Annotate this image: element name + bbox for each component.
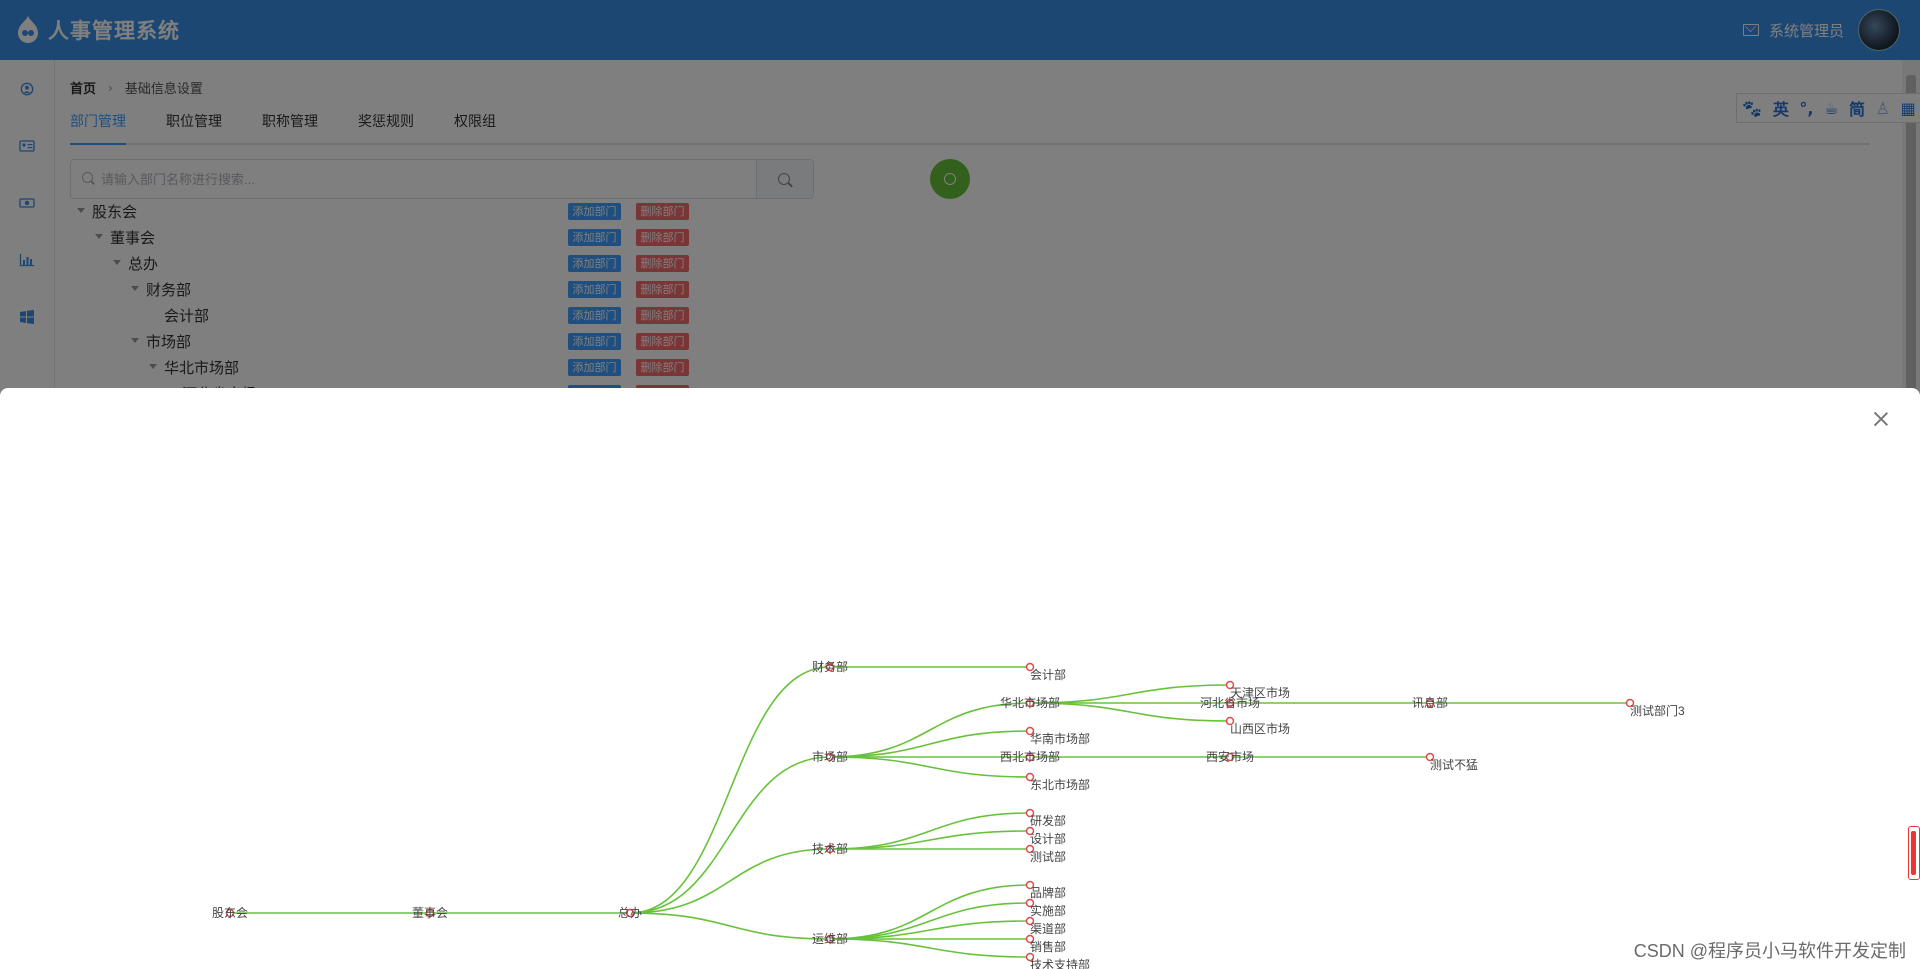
chart-node[interactable] xyxy=(1025,952,1035,962)
chart-node[interactable] xyxy=(1025,898,1035,908)
chart-node[interactable] xyxy=(1425,698,1435,708)
chart-node[interactable] xyxy=(1025,726,1035,736)
chart-node[interactable] xyxy=(1225,698,1235,708)
chart-link xyxy=(829,756,1031,778)
chart-node[interactable] xyxy=(1025,880,1035,890)
watermark: CSDN @程序员小马软件开发定制 xyxy=(1633,941,1906,961)
chart-node-label: 渠道部 xyxy=(1030,921,1066,936)
chart-node[interactable] xyxy=(1025,662,1035,672)
chart-node-label: 西安市场 xyxy=(1206,749,1254,764)
chart-node-label: 总办 xyxy=(618,905,642,920)
chart-link xyxy=(829,938,1031,958)
chart-link xyxy=(629,848,831,914)
chart-node-label: 董事会 xyxy=(412,906,448,920)
chart-node-label: 河北省市场 xyxy=(1200,695,1260,710)
chart-node-label: 技术部 xyxy=(812,841,848,856)
chart-node-label: 设计部 xyxy=(1030,831,1066,846)
chart-node[interactable] xyxy=(825,934,835,944)
chart-node[interactable] xyxy=(1625,698,1635,708)
chart-node-label: 测试不猛 xyxy=(1430,757,1478,772)
chart-node[interactable] xyxy=(825,844,835,854)
chart-node[interactable] xyxy=(825,662,835,672)
chart-links xyxy=(230,666,1630,958)
chart-node[interactable] xyxy=(1025,916,1035,926)
chart-node[interactable] xyxy=(1025,844,1035,854)
chart-node-label: 测试部门3 xyxy=(1630,703,1685,718)
chart-node[interactable] xyxy=(625,908,635,918)
chart-node-label: 讯息部 xyxy=(1412,695,1448,710)
chart-node[interactable] xyxy=(1025,772,1035,782)
chart-link xyxy=(1029,702,1231,722)
chart-node[interactable] xyxy=(1025,698,1035,708)
chart-link xyxy=(829,830,1031,850)
chart-node[interactable] xyxy=(425,908,435,918)
chart-node-label: 运维部 xyxy=(812,931,848,946)
org-chart-dialog: 股东会 董事会 总办 财务部市场部技术部运维部 会计部华北市场部华南市场部西北市场部东北… xyxy=(0,388,1920,969)
chart-node-label: 市场部 xyxy=(812,749,848,764)
chart-node[interactable] xyxy=(825,752,835,762)
chart-node-label: 实施部 xyxy=(1030,903,1066,918)
chart-link xyxy=(629,912,831,940)
chart-node-label: 测试部 xyxy=(1030,849,1066,864)
chart-node[interactable] xyxy=(1225,716,1235,726)
chart-node-label: 天津区市场 xyxy=(1230,685,1290,700)
chart-node-label: 品牌部 xyxy=(1030,885,1066,900)
chart-link xyxy=(829,730,1031,758)
chart-link xyxy=(829,884,1031,940)
chart-node-label: 华北市场部 xyxy=(1000,695,1060,710)
chart-link xyxy=(629,756,831,914)
chart-node-label: 西北市场部 xyxy=(1000,749,1060,764)
chart-node-label: 股东会 xyxy=(212,906,248,920)
chart-link xyxy=(629,666,831,914)
chart-node[interactable] xyxy=(1025,808,1035,818)
chart-node-label: 华南市场部 xyxy=(1030,731,1090,746)
chart-node-label: 山西区市场 xyxy=(1230,721,1290,736)
dialog-scroll-indicator[interactable] xyxy=(1908,826,1920,880)
chart-link xyxy=(829,702,1031,758)
chart-node-label: 研发部 xyxy=(1030,813,1066,828)
chart-node[interactable] xyxy=(1025,934,1035,944)
chart-node[interactable] xyxy=(1225,680,1235,690)
chart-node[interactable] xyxy=(1025,752,1035,762)
chart-node-label: 财务部 xyxy=(812,659,848,674)
chart-node[interactable] xyxy=(1025,826,1035,836)
chart-node-label: 东北市场部 xyxy=(1030,777,1090,792)
chart-node-label: 技术支持部 xyxy=(1030,957,1090,969)
chart-node-label: 会计部 xyxy=(1030,667,1066,682)
chart-node[interactable] xyxy=(1425,752,1435,762)
chart-node-label: 销售部 xyxy=(1030,939,1066,954)
chart-node[interactable] xyxy=(225,908,235,918)
chart-node[interactable] xyxy=(1225,752,1235,762)
